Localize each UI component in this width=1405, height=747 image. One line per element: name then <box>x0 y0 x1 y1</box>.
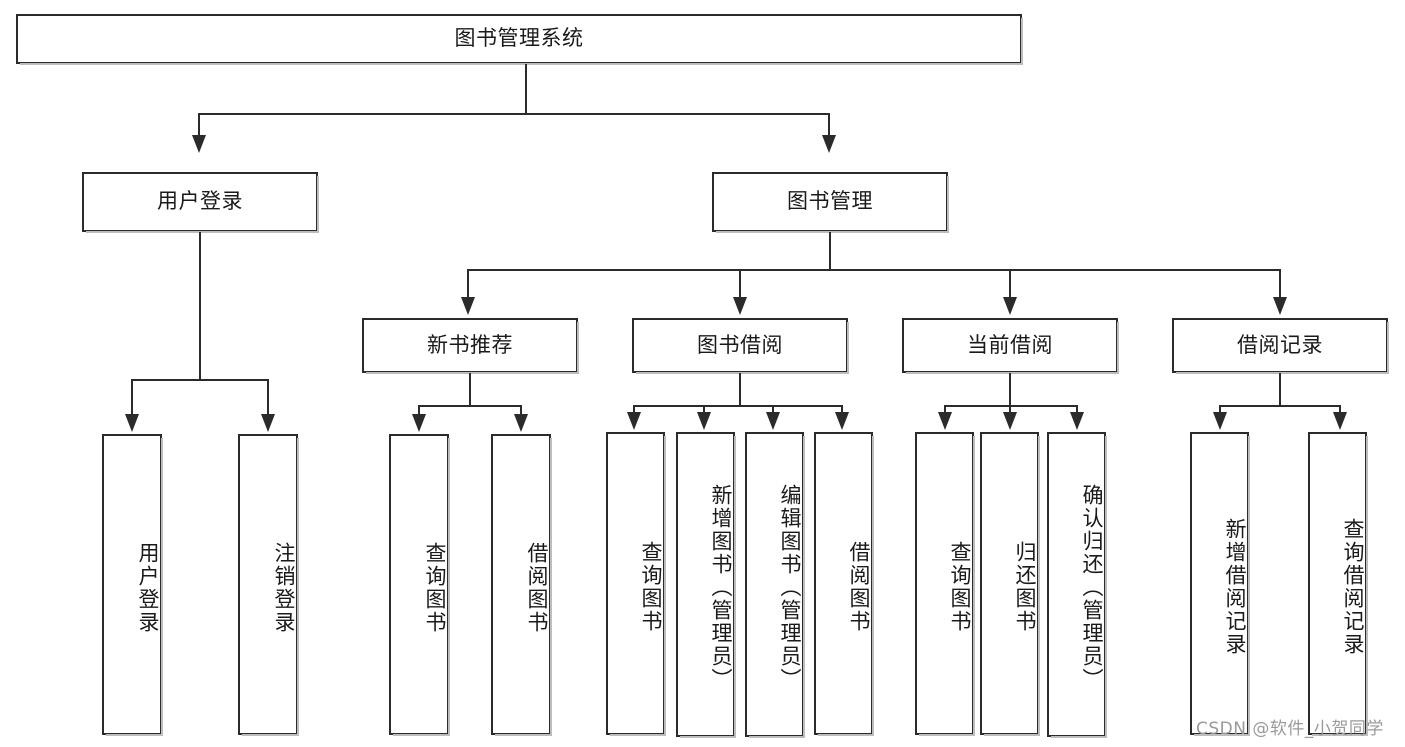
leaf-book-borrow-borrow[interactable]: 借阅图书 <box>814 432 874 736</box>
node-label: 借阅图书 <box>525 541 549 634</box>
connector-user-login-drop-0 <box>131 379 133 417</box>
node-label: 新增图书（管理员） <box>709 484 733 691</box>
connector-borrow-record-stem <box>1279 373 1281 406</box>
arrow-book-manage-to-record <box>1273 297 1287 315</box>
connector-book-borrow-drop-2 <box>772 405 774 417</box>
arrow-root-to-user-login <box>192 135 206 153</box>
connector-current-borrow-bus <box>944 405 1078 407</box>
leaf-book-borrow-query[interactable]: 查询图书 <box>606 432 666 736</box>
node-label: 图书管理系统 <box>454 26 584 51</box>
arrow-book-manage-to-borrow <box>733 297 747 315</box>
node-label: 查询图书 <box>639 540 663 633</box>
node-user-login[interactable]: 用户登录 <box>82 172 319 233</box>
connector-current-borrow-drop-1 <box>1009 405 1011 417</box>
node-borrow-record[interactable]: 借阅记录 <box>1172 318 1389 374</box>
arrow-book-borrow-leaf-2 <box>766 412 780 430</box>
connector-new-book-stem <box>469 373 471 406</box>
connector-root-stem <box>525 64 527 114</box>
watermark-text: CSDN @软件_小贺同学 <box>1196 719 1384 739</box>
arrow-new-book-leaf-0 <box>412 414 426 432</box>
leaf-book-borrow-edit[interactable]: 编辑图书（管理员） <box>745 432 805 738</box>
arrow-book-borrow-leaf-0 <box>627 412 641 430</box>
connector-book-borrow-drop-1 <box>703 405 705 417</box>
connector-borrow-record-drop-0 <box>1219 405 1221 417</box>
arrow-user-login-leaf-0 <box>125 414 139 432</box>
connector-book-manage-drop-1 <box>739 269 741 299</box>
leaf-borrow-record-add[interactable]: 新增借阅记录 <box>1190 432 1250 736</box>
arrow-borrow-record-leaf-0 <box>1213 412 1227 430</box>
connector-new-book-drop-1 <box>520 405 522 417</box>
node-label: 确认归还（管理员） <box>1080 484 1104 691</box>
connector-borrow-record-drop-1 <box>1339 405 1341 417</box>
connector-book-manage-drop-0 <box>467 269 469 299</box>
node-label: 图书借阅 <box>697 332 783 357</box>
arrow-borrow-record-leaf-1 <box>1333 412 1347 430</box>
node-current-borrow[interactable]: 当前借阅 <box>902 318 1119 374</box>
arrow-book-manage-to-new-book <box>461 297 475 315</box>
arrow-user-login-leaf-1 <box>261 414 275 432</box>
connector-current-borrow-stem <box>1009 373 1011 406</box>
connector-book-manage-bus <box>467 269 1281 271</box>
node-label: 编辑图书（管理员） <box>778 484 802 691</box>
node-label: 新增借阅记录 <box>1223 517 1247 656</box>
node-label: 归还图书 <box>1013 540 1037 633</box>
connector-current-borrow-drop-2 <box>1076 405 1078 417</box>
node-book-manage[interactable]: 图书管理 <box>712 172 949 233</box>
arrow-new-book-leaf-1 <box>514 414 528 432</box>
arrow-current-borrow-leaf-1 <box>1003 412 1017 430</box>
node-label: 借阅图书 <box>847 540 871 633</box>
node-label: 图书管理 <box>787 189 873 214</box>
connector-user-login-bus <box>131 379 269 381</box>
connector-new-book-bus <box>418 405 522 407</box>
leaf-book-borrow-add[interactable]: 新增图书（管理员） <box>676 432 736 738</box>
node-label: 查询图书 <box>948 540 972 633</box>
leaf-new-book-query[interactable]: 查询图书 <box>389 434 450 736</box>
connector-book-borrow-drop-3 <box>841 405 843 417</box>
node-label: 查询借阅记录 <box>1341 517 1365 656</box>
node-new-book-recommend[interactable]: 新书推荐 <box>362 318 579 374</box>
connector-book-borrow-bus <box>633 405 843 407</box>
node-book-borrow[interactable]: 图书借阅 <box>632 318 849 374</box>
node-label: 当前借阅 <box>967 332 1053 357</box>
node-label: 借阅记录 <box>1237 332 1323 357</box>
node-label: 用户登录 <box>157 189 243 214</box>
arrow-book-borrow-leaf-1 <box>697 412 711 430</box>
leaf-user-login-login[interactable]: 用户登录 <box>102 434 163 736</box>
node-root-system[interactable]: 图书管理系统 <box>16 14 1023 65</box>
node-label: 查询图书 <box>423 541 447 634</box>
arrow-book-borrow-leaf-3 <box>835 412 849 430</box>
connector-user-login-drop-1 <box>267 379 269 417</box>
leaf-borrow-record-query[interactable]: 查询借阅记录 <box>1308 432 1368 736</box>
leaf-current-borrow-query[interactable]: 查询图书 <box>915 432 975 736</box>
leaf-current-borrow-return[interactable]: 归还图书 <box>980 432 1040 736</box>
node-label: 用户登录 <box>136 541 160 634</box>
node-label: 新书推荐 <box>427 332 513 357</box>
arrow-book-manage-to-current <box>1003 297 1017 315</box>
connector-user-login-stem <box>199 232 201 380</box>
arrow-current-borrow-leaf-0 <box>938 412 952 430</box>
connector-book-manage-stem <box>829 232 831 270</box>
node-label: 注销登录 <box>272 541 296 634</box>
connector-root-bus <box>198 113 830 115</box>
connector-borrow-record-bus <box>1219 405 1341 407</box>
connector-root-drop-right <box>828 113 830 137</box>
connector-root-drop-left <box>198 113 200 137</box>
leaf-user-login-logout[interactable]: 注销登录 <box>238 434 299 736</box>
connector-book-manage-drop-2 <box>1009 269 1011 299</box>
arrow-current-borrow-leaf-2 <box>1070 412 1084 430</box>
connector-book-borrow-drop-0 <box>633 405 635 417</box>
connector-book-manage-drop-3 <box>1279 269 1281 299</box>
leaf-current-borrow-confirm[interactable]: 确认归还（管理员） <box>1047 432 1107 738</box>
connector-book-borrow-stem <box>739 373 741 406</box>
connector-new-book-drop-0 <box>418 405 420 417</box>
connector-current-borrow-drop-0 <box>944 405 946 417</box>
arrow-root-to-book-manage <box>822 135 836 153</box>
leaf-new-book-borrow[interactable]: 借阅图书 <box>491 434 552 736</box>
